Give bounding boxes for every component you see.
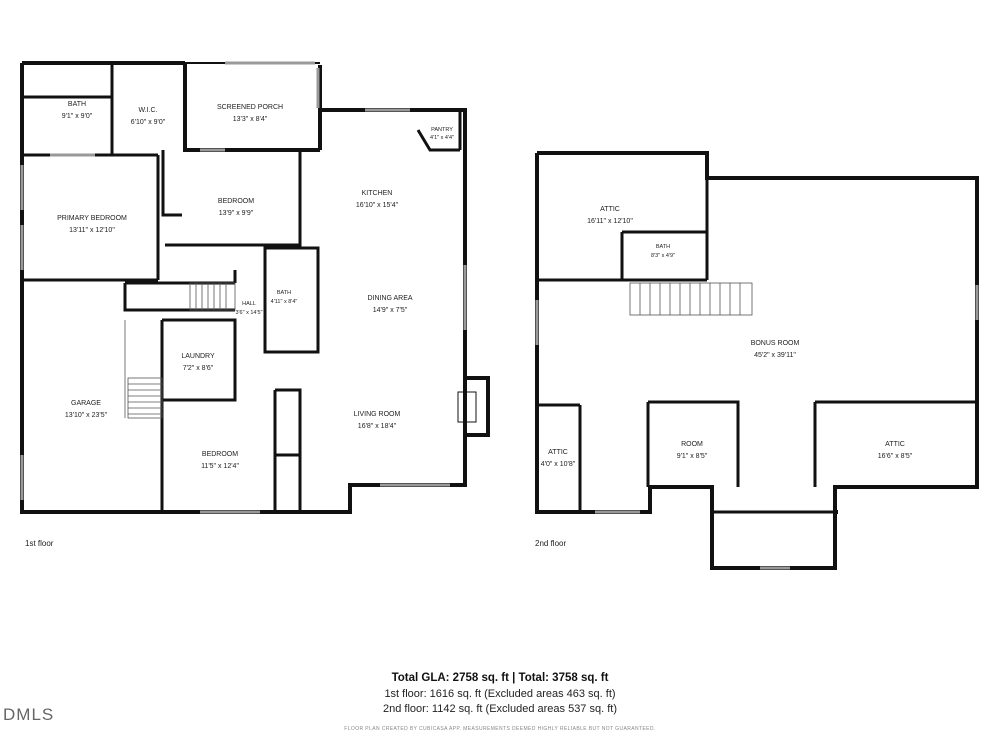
- room-dims: 14'9" x 7'5": [373, 307, 408, 314]
- room-dims: 3'6" x 14'5": [235, 310, 262, 316]
- first-floor-stairs: [124, 282, 236, 419]
- total-area-summary: Total GLA: 2758 sq. ft | Total: 3758 sq.…: [391, 672, 609, 684]
- room-dims: 16'10" x 15'4": [356, 202, 399, 209]
- room-name: KITCHEN: [362, 190, 393, 197]
- room-name: BATH: [68, 101, 86, 108]
- room-name: ATTIC: [548, 449, 568, 456]
- room-name: GARAGE: [71, 400, 101, 407]
- room-name: HALL: [242, 301, 256, 307]
- room-name: ATTIC: [600, 206, 620, 213]
- room-dims: 7'2" x 8'6": [183, 365, 214, 372]
- room-dims: 13'10" x 23'5": [65, 412, 108, 419]
- room-name: BATH: [656, 244, 670, 250]
- second-floor-exterior-walls: [535, 151, 979, 570]
- room-name: LAUNDRY: [181, 353, 215, 360]
- first-floor-windows: [20, 61, 467, 514]
- room-dims: 16'11" x 12'10": [587, 218, 633, 225]
- fireplace: [457, 376, 490, 437]
- second-floor-stairs: [629, 282, 753, 316]
- room-name: BONUS ROOM: [751, 340, 800, 347]
- second-floor-room-labels: ATTIC 16'11" x 12'10" BATH 8'3" x 4'9" B…: [541, 206, 913, 468]
- room-name: LIVING ROOM: [354, 411, 401, 418]
- room-dims: 9'1" x 9'0": [62, 113, 93, 120]
- mls-logo: DMLS: [3, 705, 55, 724]
- room-name: BATH: [277, 290, 291, 296]
- room-dims: 4'0" x 10'8": [541, 461, 576, 468]
- second-floor-area: 2nd floor: 1142 sq. ft (Excluded areas 5…: [383, 703, 617, 715]
- floor-label-second: 2nd floor: [535, 539, 567, 548]
- room-name: ROOM: [681, 441, 703, 448]
- room-name: DINING AREA: [367, 295, 412, 302]
- room-name: BEDROOM: [202, 451, 238, 458]
- room-name: PRIMARY BEDROOM: [57, 215, 127, 222]
- first-floor-room-labels: BATH 9'1" x 9'0" W.I.C. 6'10" x 9'0" SCR…: [57, 101, 454, 470]
- room-name: BEDROOM: [218, 198, 254, 205]
- first-floor-interior-walls: [22, 63, 462, 512]
- second-floor-plan: [535, 151, 979, 570]
- room-dims: 13'11" x 12'10": [69, 227, 115, 234]
- room-dims: 45'2" x 39'11": [754, 352, 796, 359]
- room-name: SCREENED PORCH: [217, 104, 283, 111]
- room-dims: 8'3" x 4'9": [651, 253, 675, 259]
- first-floor-exterior-walls: [20, 61, 467, 514]
- second-floor-interior-walls: [537, 178, 977, 514]
- room-name: PANTRY: [431, 127, 453, 133]
- room-dims: 16'8" x 18'4": [358, 423, 397, 430]
- room-name: ATTIC: [885, 441, 905, 448]
- room-dims: 4'11" x 8'4": [271, 299, 298, 305]
- first-floor-plan: [20, 61, 490, 514]
- room-dims: 6'10" x 9'0": [131, 119, 166, 126]
- room-dims: 11'5" x 12'4": [201, 463, 239, 470]
- room-dims: 4'1" x 4'4": [430, 135, 454, 141]
- first-floor-area: 1st floor: 1616 sq. ft (Excluded areas 4…: [384, 688, 616, 700]
- room-name: W.I.C.: [138, 107, 157, 114]
- plan-credit: FLOOR PLAN CREATED BY CUBICASA APP. MEAS…: [344, 726, 656, 732]
- floor-label-first: 1st floor: [25, 539, 54, 548]
- second-floor-windows: [535, 285, 979, 570]
- room-dims: 16'6" x 8'5": [878, 453, 913, 460]
- room-dims: 9'1" x 8'5": [677, 453, 708, 460]
- room-dims: 13'9" x 9'9": [219, 210, 254, 217]
- room-dims: 13'3" x 8'4": [233, 116, 268, 123]
